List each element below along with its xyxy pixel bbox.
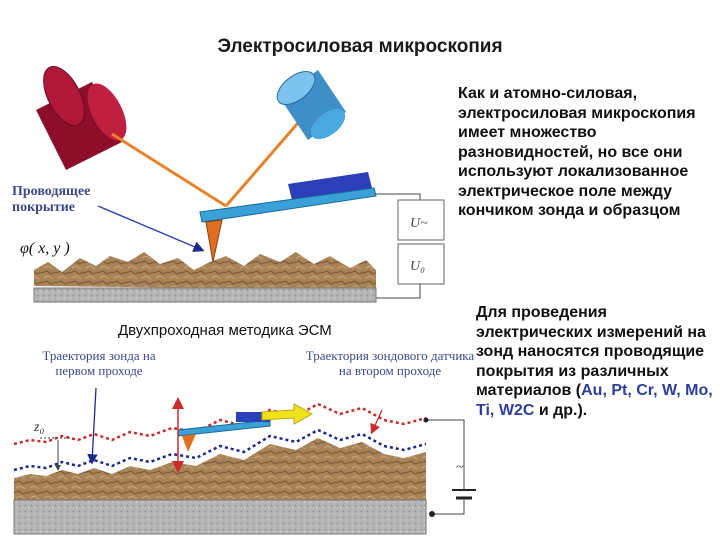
coating-label: Проводящее покрытие (12, 184, 91, 215)
method-label: Двухпроходная методика ЭСМ (118, 322, 332, 339)
scan-direction-arrow (261, 403, 314, 425)
coating-text-end: и др.). (534, 401, 588, 419)
circuit-wire (426, 419, 465, 470)
dc-source-box (397, 243, 445, 285)
ac-symbol: ~ (456, 460, 464, 475)
ac-voltage-label: U~ (410, 216, 428, 231)
second-pass-label: Траектория зондового датчика на втором п… (305, 348, 475, 378)
circuit-node (429, 511, 435, 517)
probe-tip (205, 219, 223, 263)
ac-source-box (397, 199, 445, 241)
piezo-block (288, 172, 372, 200)
bottom-substrate (13, 499, 427, 535)
page-title: Электросиловая микроскопия (217, 36, 503, 57)
second-pass-cantilever (177, 419, 271, 437)
first-pass-label: Траектория зонда на первом проходе (42, 348, 156, 378)
second-pass-trajectory (13, 402, 427, 446)
sample-surface (34, 252, 376, 290)
sample-substrate (33, 287, 377, 303)
potential-label: φ( x, y ) (20, 240, 70, 257)
bottom-sample-surface (14, 438, 426, 500)
reflected-beam (224, 115, 306, 207)
second-pass-pointer (370, 409, 383, 435)
laser-icon (36, 66, 127, 170)
z0-label: z₀ (34, 420, 45, 435)
intro-paragraph: Как и атомно-силовая, электросиловая мик… (458, 85, 696, 219)
two-pass-schematic (13, 387, 476, 535)
circuit-return-wire (432, 470, 465, 515)
coating-pointer (97, 205, 205, 252)
coating-text-start: Для проведения электрических измерений н… (476, 304, 706, 399)
cantilever (199, 187, 377, 223)
dc-voltage-label: U₀ (410, 259, 425, 274)
materials-list: Au, Pt, Cr, W, Mo, Ti, W2C (476, 382, 713, 419)
coating-paragraph: Для проведения электрических измерений н… (476, 303, 716, 420)
laser-beam (111, 132, 227, 208)
second-pass-tip (182, 434, 196, 452)
first-pass-trajectory (13, 428, 427, 472)
afm-schematic (33, 66, 445, 303)
circuit-node-top (423, 417, 429, 423)
photodetector-icon (276, 70, 346, 140)
first-pass-pointer (87, 387, 98, 465)
second-pass-piezo (236, 412, 270, 422)
